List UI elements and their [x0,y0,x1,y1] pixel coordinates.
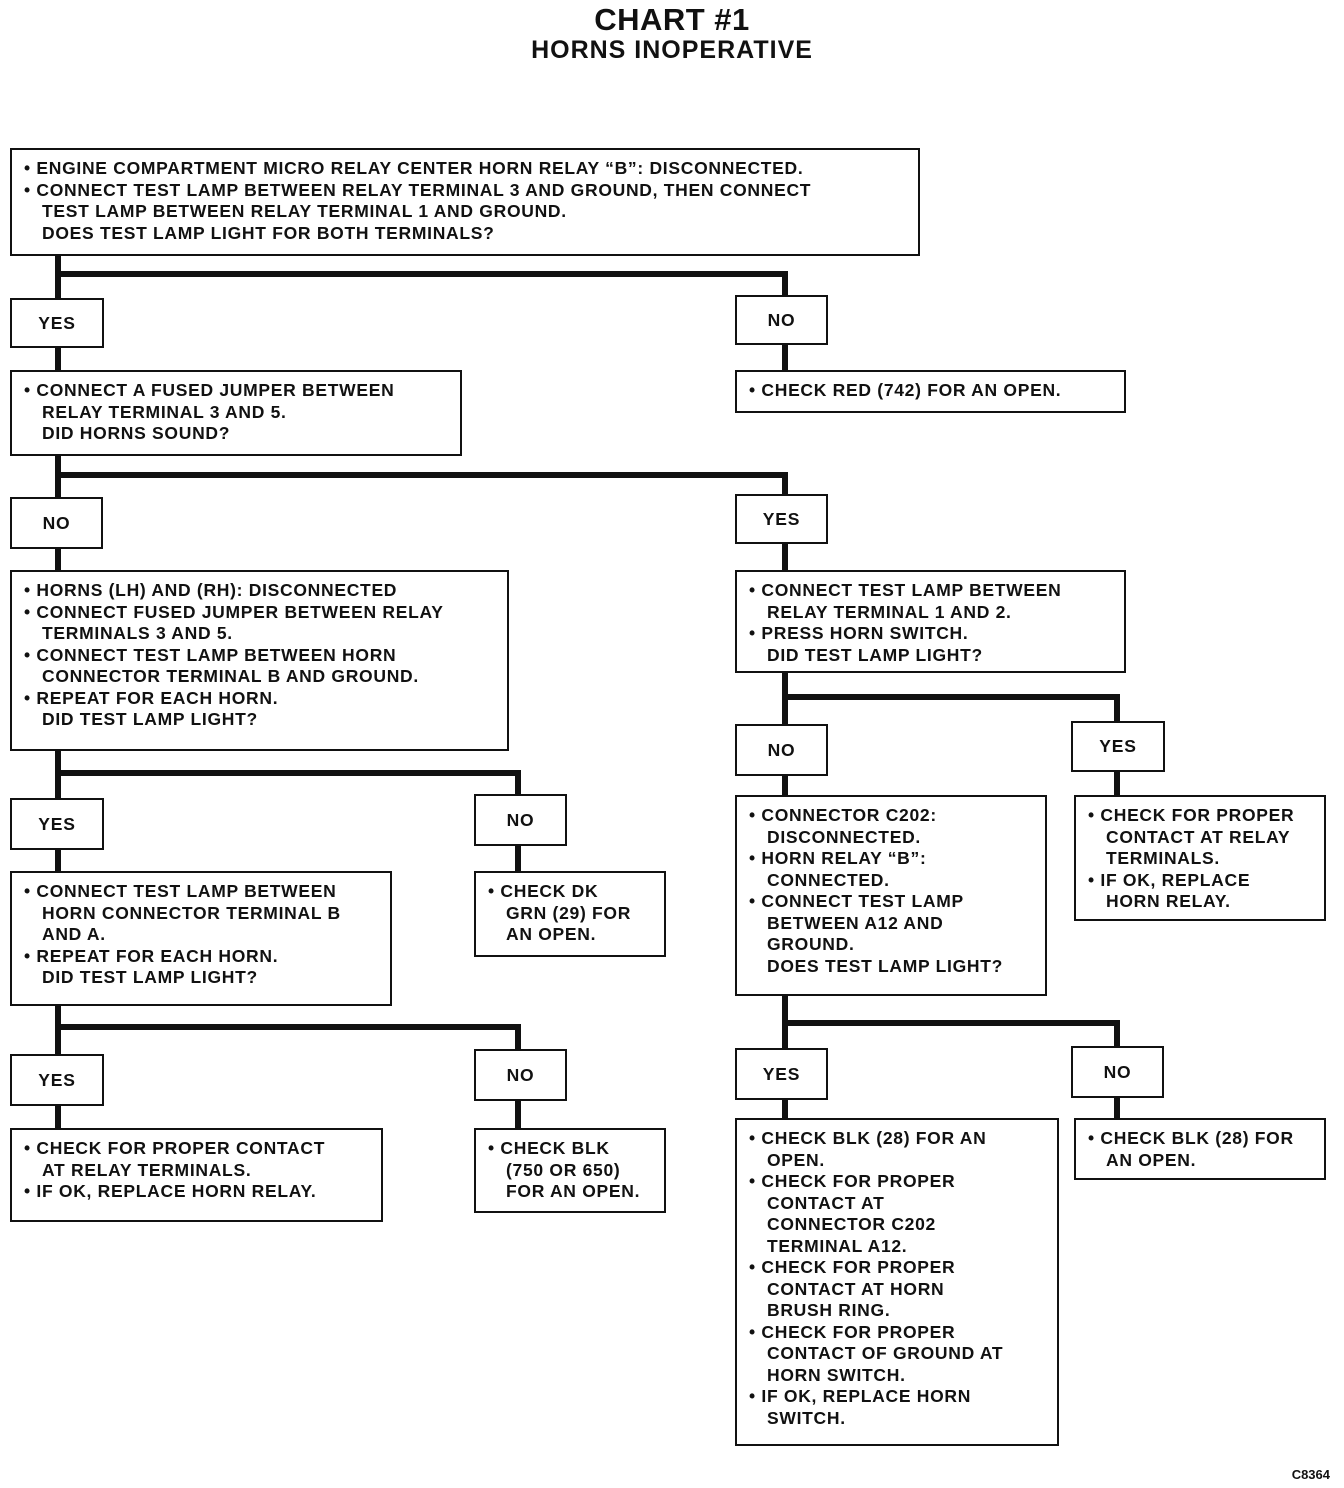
bullet-line: • CONNECT TEST LAMP BETWEEN [24,881,337,901]
continuation-line: RELAY TERMINAL 3 AND 5. [42,401,287,422]
bullet-line: • REPEAT FOR EACH HORN. [24,687,279,708]
answer-label-no: NO [735,724,828,776]
continuation-line: RELAY TERMINAL 1 AND 2. [767,601,1012,622]
answer-label-yes: YES [735,494,828,544]
bullet-line: • IF OK, REPLACE [1088,869,1251,890]
continuation-line: BRUSH RING. [767,1300,891,1320]
answer-label-yes: YES [10,798,104,850]
continuation-line: GRN (29) FOR [506,902,632,923]
continuation-line: AN OPEN. [1106,1149,1197,1170]
bullet-line: • CHECK DK [488,881,599,901]
answer-label-yes: YES [10,298,104,348]
bullet-line: • HORNS (LH) AND (RH): DISCONNECTED [24,580,398,600]
continuation-line: DISCONNECTED. [767,826,921,847]
bullet-line: • CONNECT TEST LAMP BETWEEN HORN [24,644,397,665]
connector-line [55,1024,521,1055]
step-box-connector-c202: • CONNECTOR C202:DISCONNECTED.• HORN REL… [735,795,1047,996]
step-box-relay-terminal-check: • ENGINE COMPARTMENT MICRO RELAY CENTER … [10,148,920,256]
answer-label-no: NO [1071,1046,1164,1098]
continuation-line: HORN SWITCH. [767,1364,906,1385]
continuation-line: DID TEST LAMP LIGHT? [767,644,983,665]
answer-label-yes: YES [735,1048,828,1100]
continuation-line: CONTACT AT RELAY [1106,826,1291,847]
step-box-check-red-742: • CHECK RED (742) FOR AN OPEN. [735,370,1126,413]
answer-label-yes: YES [1071,721,1165,772]
bullet-line: • REPEAT FOR EACH HORN. [24,945,279,966]
connector-line [782,1020,1120,1052]
bullet-line: • CHECK BLK (28) FOR [1088,1128,1294,1148]
bullet-line: • CONNECTOR C202: [749,805,937,825]
continuation-line: DID TEST LAMP LIGHT? [42,967,258,987]
bullet-line: • CONNECT TEST LAMP [749,891,964,911]
step-box-horn-connector-test: • HORNS (LH) AND (RH): DISCONNECTED• CON… [10,570,509,751]
bullet-line: • CHECK FOR PROPER [749,1257,956,1277]
figure-code: C8364 [1291,1467,1330,1482]
continuation-line: CONTACT AT [767,1192,885,1213]
connector-line [55,271,788,301]
bullet-line: • IF OK, REPLACE HORN [749,1386,972,1406]
bullet-line: • IF OK, REPLACE HORN RELAY. [24,1181,317,1201]
continuation-line: CONNECTED. [767,869,890,890]
continuation-line: (750 OR 650) [506,1159,621,1180]
bullet-line: • ENGINE COMPARTMENT MICRO RELAY CENTER … [24,158,804,178]
continuation-line: DOES TEST LAMP LIGHT FOR BOTH TERMINALS? [42,222,495,243]
bullet-line: • CONNECT FUSED JUMPER BETWEEN RELAY [24,601,444,622]
bullet-line: • CONNECT A FUSED JUMPER BETWEEN [24,380,395,400]
answer-label-no: NO [735,295,828,345]
continuation-line: TEST LAMP BETWEEN RELAY TERMINAL 1 AND G… [42,201,567,221]
continuation-line: AN OPEN. [506,924,597,944]
answer-label-yes: YES [10,1054,104,1106]
continuation-line: AND A. [42,924,106,944]
chart-title: CHART #1 [594,2,750,37]
continuation-line: AT RELAY TERMINALS. [42,1159,252,1180]
bullet-line: • CONNECT TEST LAMP BETWEEN RELAY TERMIN… [24,179,812,200]
continuation-line: DOES TEST LAMP LIGHT? [767,955,1004,976]
connector-line [55,472,788,500]
continuation-line: HORN RELAY. [1106,891,1231,911]
connector-line [782,694,1120,727]
continuation-line: CONTACT OF GROUND AT [767,1343,1004,1363]
answer-label-no: NO [474,1049,567,1101]
step-box-check-blk-750-650: • CHECK BLK(750 OR 650)FOR AN OPEN. [474,1128,666,1213]
continuation-line: GROUND. [767,934,855,954]
continuation-line: FOR AN OPEN. [506,1181,641,1201]
continuation-line: OPEN. [767,1149,825,1170]
connector-line [55,770,521,800]
bullet-line: • CONNECT TEST LAMP BETWEEN [749,580,1062,600]
answer-label-no: NO [474,794,567,846]
bullet-line: • CHECK BLK (28) FOR AN [749,1128,987,1148]
bullet-line: • CHECK FOR PROPER [749,1321,956,1342]
continuation-line: SWITCH. [767,1407,846,1428]
bullet-line: • CHECK RED (742) FOR AN OPEN. [749,380,1062,400]
bullet-line: • CHECK BLK [488,1138,610,1158]
continuation-line: TERMINALS 3 AND 5. [42,623,233,643]
bullet-line: • CHECK FOR PROPER [1088,805,1295,825]
continuation-line: CONTACT AT HORN [767,1278,945,1299]
continuation-line: TERMINALS. [1106,848,1220,868]
continuation-line: CONNECTOR TERMINAL B AND GROUND. [42,666,419,686]
chart-subtitle: HORNS INOPERATIVE [531,36,813,64]
continuation-line: HORN CONNECTOR TERMINAL B [42,902,341,923]
continuation-line: TERMINAL A12. [767,1235,908,1256]
continuation-line: CONNECTOR C202 [767,1214,936,1234]
bullet-line: • PRESS HORN SWITCH. [749,623,969,643]
bullet-line: • HORN RELAY “B”: [749,848,927,868]
bullet-line: • CHECK FOR PROPER [749,1171,956,1191]
continuation-line: DID TEST LAMP LIGHT? [42,709,258,729]
answer-label-no: NO [10,497,103,549]
bullet-line: • CHECK FOR PROPER CONTACT [24,1138,326,1158]
continuation-line: BETWEEN A12 AND [767,912,944,933]
continuation-line: DID HORNS SOUND? [42,423,231,443]
